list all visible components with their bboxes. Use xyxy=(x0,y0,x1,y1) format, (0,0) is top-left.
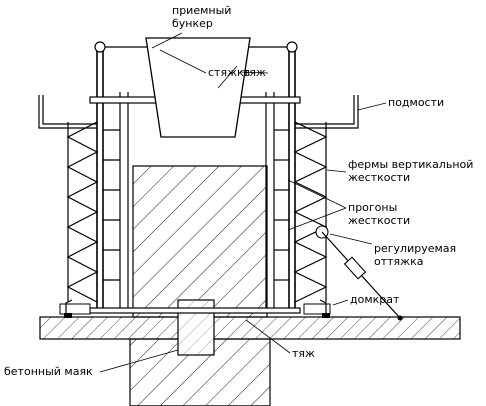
bottom-beam xyxy=(89,307,301,314)
receiving-hopper xyxy=(145,37,251,138)
label-beacon: бетонный маяк xyxy=(4,365,93,378)
svg-text:бункер: бункер xyxy=(172,17,213,30)
label-tie-top: стяжка xyxy=(208,66,250,79)
adjustable-guy xyxy=(315,225,403,321)
label-trusses-1: фермы вертикальной xyxy=(348,158,473,171)
label-jack: домкрат xyxy=(350,293,400,306)
jacks xyxy=(59,299,331,318)
label-guy-2: оттяжка xyxy=(374,255,423,268)
scaffold xyxy=(38,95,359,129)
svg-text:приемный: приемный xyxy=(172,4,231,17)
label-rod-top: тяж xyxy=(243,66,266,79)
ground-slab xyxy=(39,316,461,340)
label-purlins-1: прогоны xyxy=(348,201,397,214)
label-purlins-2: жесткости xyxy=(348,214,410,227)
right-truss xyxy=(293,121,328,303)
left-frame xyxy=(96,45,129,312)
left-truss xyxy=(66,121,99,303)
label-rod-bottom: тяж xyxy=(292,347,315,360)
right-frame xyxy=(265,45,296,312)
tie-rod xyxy=(217,65,238,89)
concrete-wall xyxy=(132,165,268,318)
leader-lines xyxy=(99,32,387,373)
label-trusses-2: жесткости xyxy=(348,171,410,184)
label-guy-1: регулируемая xyxy=(374,242,456,255)
label-scaffold: подмости xyxy=(388,96,444,109)
label-hopper-1: приемный xyxy=(172,4,231,17)
label-hopper-2: бункер xyxy=(172,17,213,30)
